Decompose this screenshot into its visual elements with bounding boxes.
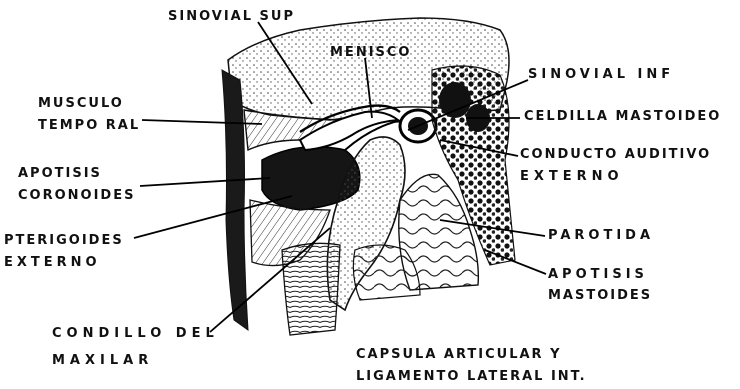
- left-bone-column: [222, 70, 248, 330]
- label-menisco: MENISCO: [330, 44, 412, 61]
- label-musculo: MUSCULO: [38, 95, 124, 112]
- label-pterigoides-externo: EXTERNO: [4, 254, 101, 271]
- label-sinovial-inf: SINOVIAL INF: [528, 66, 674, 83]
- label-pterigoides: PTERIGOIDES: [4, 232, 124, 249]
- label-capsula-articular: CAPSULA ARTICULAR Y: [356, 346, 562, 363]
- label-conducto-externo: EXTERNO: [520, 168, 624, 185]
- label-celdilla-mastoideo: CELDILLA MASTOIDEO: [524, 108, 721, 125]
- label-condillo: CONDILLO DEL: [52, 325, 219, 342]
- label-temporal: TEMPO RAL: [38, 117, 140, 134]
- label-conducto-auditivo: CONDUCTO AUDITIVO: [520, 146, 711, 163]
- mastoid-cell-large-1: [439, 82, 471, 118]
- label-apotisis-coronoides-1: APOTISIS: [18, 165, 102, 182]
- label-apotisis-mastoides-2: MASTOIDES: [548, 287, 652, 304]
- label-apotisis-mastoides-1: APOTISIS: [548, 266, 648, 283]
- label-maxilar: MAXILAR: [52, 352, 153, 369]
- label-ligamento-lateral: LIGAMENTO LATERAL INT.: [356, 368, 587, 385]
- label-apotisis-coronoides-2: CORONOIDES: [18, 187, 135, 204]
- label-parotida: PAROTIDA: [548, 227, 654, 244]
- mandible-ramus: [282, 243, 340, 335]
- label-sinovial-sup: SINOVIAL SUP: [168, 8, 295, 25]
